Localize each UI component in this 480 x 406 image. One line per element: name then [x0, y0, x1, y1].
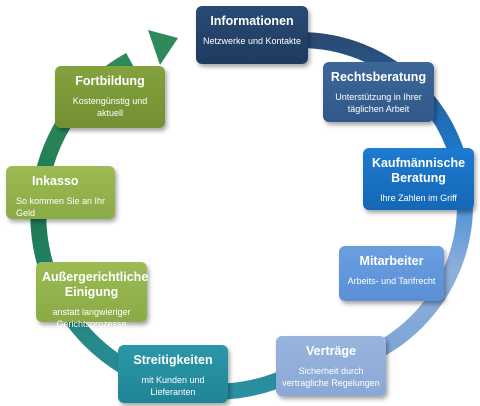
- box-kaufmaennische-beratung-title: Kaufmännische Beratung: [371, 156, 466, 185]
- box-informationen-title: Informationen: [210, 14, 294, 28]
- box-streitigkeiten-title: Streitigkeiten: [133, 353, 213, 367]
- box-vertraege-subtitle: Sicherheit durch vertragliche Regelungen: [282, 366, 380, 388]
- box-informationen-subtitle: Netzwerke und Kontakte: [202, 36, 302, 46]
- box-mitarbeiter: Mitarbeiter Arbeits- und Tarifrecht: [339, 246, 444, 301]
- box-inkasso-title: Inkasso: [32, 174, 79, 188]
- box-vertraege: Verträge Sicherheit durch vertragliche R…: [276, 336, 386, 396]
- box-mitarbeiter-subtitle: Arbeits- und Tarifrecht: [347, 276, 436, 286]
- box-inkasso: Inkasso So kommen Sie an Ihr Geld: [6, 166, 115, 219]
- box-streitigkeiten-subtitle: mit Kunden und Lieferanten: [141, 375, 205, 397]
- box-inkasso-subtitle: So kommen Sie an Ihr Geld: [16, 196, 106, 218]
- box-aussergerichtliche-einigung-subtitle: anstatt langwieriger Gerichtsprozesse: [52, 307, 131, 329]
- box-fortbildung-subtitle: Kostengünstig und aktuell: [72, 96, 148, 118]
- box-aussergerichtliche-einigung-title: Außergerichtliche Einigung: [42, 270, 149, 299]
- box-streitigkeiten: Streitigkeiten mit Kunden und Lieferante…: [118, 345, 228, 403]
- cycle-arrow-head: [148, 30, 178, 65]
- box-kaufmaennische-beratung: Kaufmännische Beratung Ihre Zahlen im Gr…: [363, 148, 474, 210]
- box-rechtsberatung-title: Rechtsberatung: [330, 70, 427, 84]
- box-mitarbeiter-title: Mitarbeiter: [359, 254, 424, 268]
- box-fortbildung-title: Fortbildung: [75, 74, 145, 88]
- box-aussergerichtliche-einigung: Außergerichtliche Einigung anstatt langw…: [36, 262, 149, 329]
- box-fortbildung: Fortbildung Kostengünstig und aktuell: [55, 66, 165, 128]
- box-informationen: Informationen Netzwerke und Kontakte: [196, 6, 308, 64]
- box-rechtsberatung: Rechtsberatung Unterstützung in Ihrer tä…: [323, 62, 434, 122]
- box-rechtsberatung-subtitle: Unterstützung in Ihrer täglichen Arbeit: [335, 92, 422, 114]
- box-kaufmaennische-beratung-subtitle: Ihre Zahlen im Griff: [380, 193, 457, 203]
- box-vertraege-title: Verträge: [305, 344, 357, 358]
